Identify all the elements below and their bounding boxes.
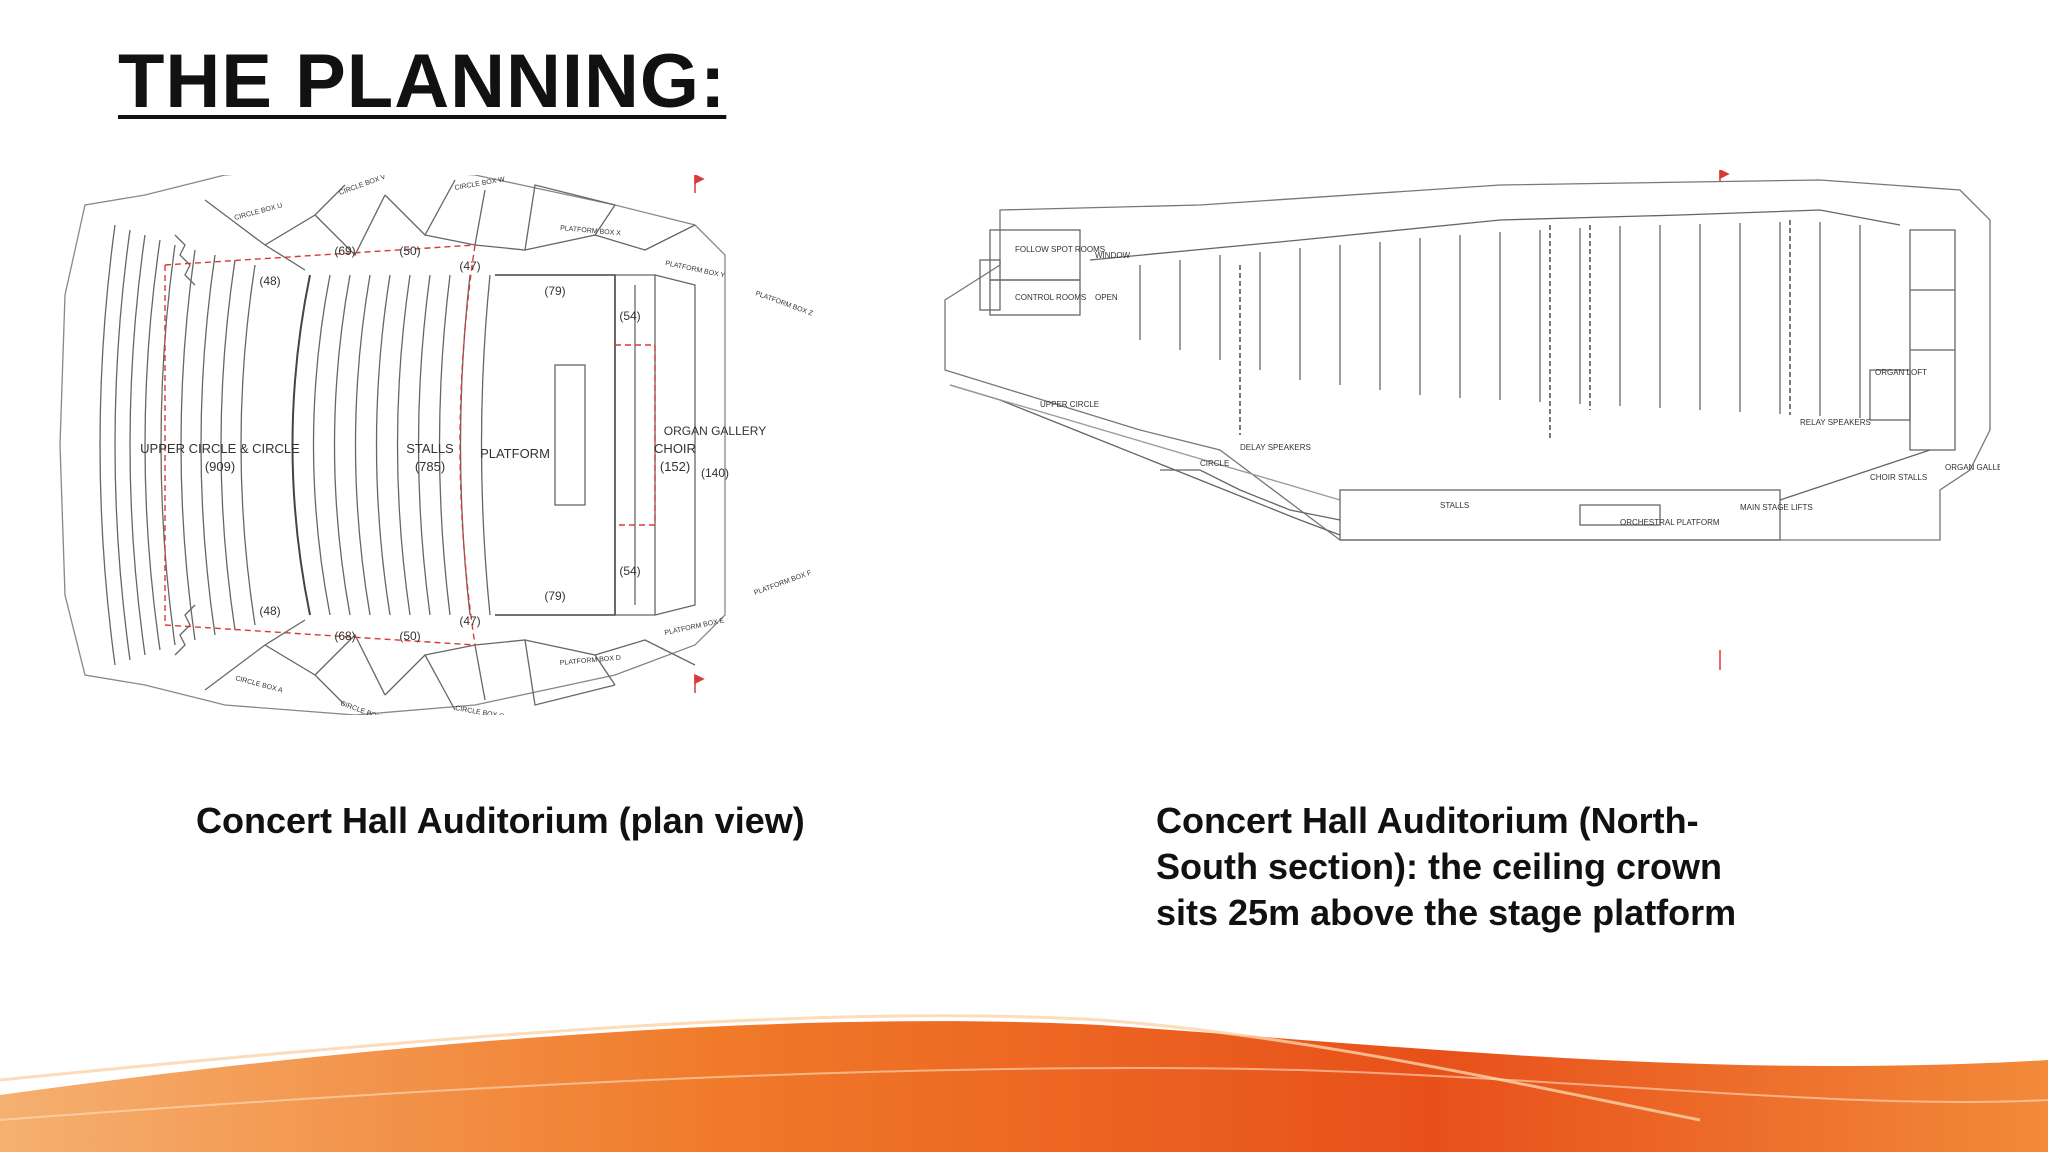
label-stalls-count: (785) [415, 459, 445, 474]
label-organ-loft: ORGAN LOFT [1875, 368, 1927, 377]
box-name: PLATFORM BOX F [753, 570, 812, 597]
plan-view-drawing: UPPER CIRCLE & CIRCLE (909) STALLS (785)… [59, 175, 814, 715]
label-upper-circle-count: (909) [205, 459, 235, 474]
box-name: PLATFORM BOX D [560, 655, 622, 667]
box-name: PLATFORM BOX E [664, 617, 725, 637]
section-drawing: FOLLOW SPOT ROOMS WINDOW CONTROL ROOMS O… [944, 170, 2000, 670]
orange-wave-decoration [0, 1014, 2048, 1152]
label-choir-count: (152) [660, 459, 690, 474]
label-stalls: STALLS [1440, 501, 1469, 510]
label-open: OPEN [1095, 293, 1118, 302]
box-name: CIRCLE BOX U [234, 202, 284, 222]
box-count: (69) [334, 244, 355, 258]
box-count: (68) [334, 629, 355, 643]
label-control-room: CONTROL ROOMS [1015, 293, 1086, 302]
box-count: (79) [544, 589, 565, 603]
box-count: (48) [259, 274, 280, 288]
label-main-stage-lifts: MAIN STAGE LIFTS [1740, 503, 1813, 512]
label-relay-speakers: RELAY SPEAKERS [1800, 418, 1871, 427]
box-count: (47) [459, 614, 480, 628]
label-choir: CHOIR [654, 441, 696, 456]
box-name: PLATFORM BOX Y [665, 260, 726, 280]
caption-section-view: Concert Hall Auditorium (North- South se… [1156, 798, 1796, 936]
box-count: (48) [259, 604, 280, 618]
label-organ-gallery: ORGAN GALLERY [664, 424, 766, 438]
label-orchestral-platform: ORCHESTRAL PLATFORM [1620, 518, 1720, 527]
box-count: (50) [399, 244, 420, 258]
box-count: (47) [459, 259, 480, 273]
slide-title: THE PLANNING: [118, 39, 727, 124]
label-platform: PLATFORM [480, 446, 550, 461]
box-name: CIRCLE BOX C [455, 705, 505, 715]
box-name: PLATFORM BOX Z [754, 290, 814, 318]
caption-plan-view: Concert Hall Auditorium (plan view) [196, 800, 805, 841]
box-count: (50) [399, 629, 420, 643]
box-count: (54) [619, 564, 640, 578]
label-upper-circle: UPPER CIRCLE [1040, 400, 1099, 409]
box-name: CIRCLE BOX A [234, 675, 283, 694]
label-organ-gallery: ORGAN GALLERY [1945, 463, 2000, 472]
caption-section-line-2: South section): the ceiling crown [1156, 846, 1723, 887]
label-choir-stalls: CHOIR STALLS [1870, 473, 1927, 482]
box-name: CIRCLE BOX W [454, 176, 506, 192]
caption-section-line-1: Concert Hall Auditorium (North- [1156, 800, 1699, 841]
label-circle: CIRCLE [1200, 459, 1229, 468]
box-count: (79) [544, 284, 565, 298]
label-window: WINDOW [1095, 251, 1131, 260]
label-organ-gallery-count: (140) [701, 466, 729, 480]
caption-section-line-3: sits 25m above the stage platform [1156, 892, 1737, 933]
label-upper-circle: UPPER CIRCLE & CIRCLE [140, 441, 300, 456]
label-stalls: STALLS [406, 441, 454, 456]
box-count: (54) [619, 309, 640, 323]
label-follow-spot: FOLLOW SPOT ROOMS [1015, 245, 1105, 254]
label-delay-speakers: DELAY SPEAKERS [1240, 443, 1311, 452]
box-name: CIRCLE BOX V [338, 175, 387, 197]
